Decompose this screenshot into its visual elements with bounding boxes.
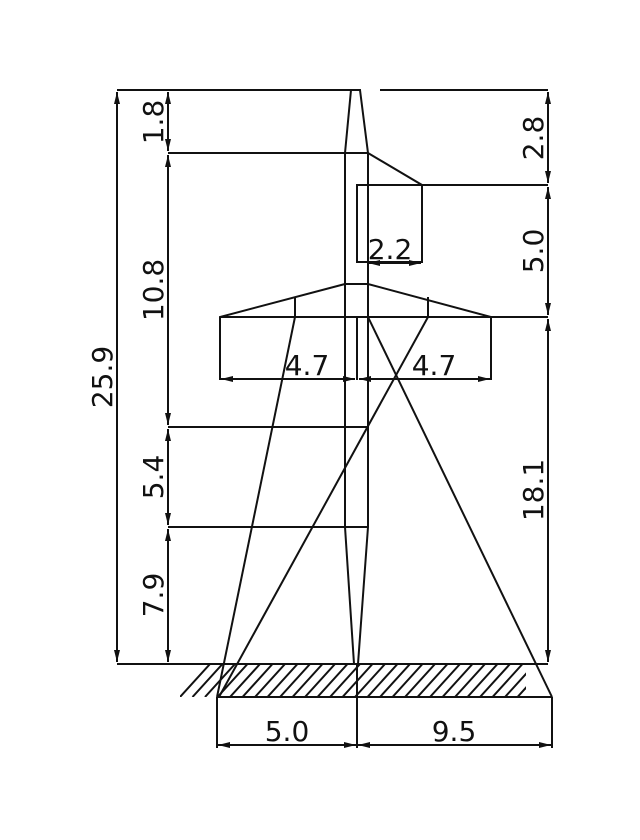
dim-mid-section: 5.4 <box>137 455 170 500</box>
dim-base-left: 5.0 <box>265 715 310 748</box>
hatch-line <box>279 664 311 697</box>
hatch-line <box>568 664 598 697</box>
hatch-line <box>404 664 436 697</box>
dim-right-crossarm-height: 18.1 <box>517 459 550 521</box>
hatch-line <box>341 664 374 697</box>
dim-right-arm-drop: 5.0 <box>517 229 550 274</box>
tower-structure <box>216 89 553 698</box>
hatch-line <box>229 664 261 697</box>
ground-hatch <box>180 664 598 697</box>
hatch-line <box>429 664 461 697</box>
hatch-line <box>329 664 361 697</box>
extension-lines <box>117 89 553 748</box>
hatch-line <box>416 664 449 697</box>
dim-right-top: 2.8 <box>517 116 550 161</box>
hatch-line <box>354 664 386 697</box>
dim-upper-to-crossarm: 10.8 <box>137 259 170 321</box>
hatch-line <box>391 664 424 697</box>
hatch-line <box>466 664 499 697</box>
dim-total-height: 25.9 <box>86 346 119 408</box>
hatch-line <box>504 672 526 697</box>
hatch-line <box>491 664 524 697</box>
dim-top-peak: 1.8 <box>137 100 170 145</box>
hatch-line <box>304 664 336 697</box>
hatch-line <box>180 664 211 697</box>
dim-base-right: 9.5 <box>432 715 477 748</box>
hatch-line <box>266 664 299 697</box>
hatch-line <box>366 664 399 697</box>
hatch-line <box>555 664 585 697</box>
dimension-lines <box>114 92 551 748</box>
dim-right-crossarm: 4.7 <box>412 349 457 382</box>
hatch-line <box>379 664 411 697</box>
hatch-line <box>441 664 474 697</box>
hatch-line <box>254 664 286 697</box>
hatch-line <box>543 664 573 697</box>
hatch-line <box>291 664 324 697</box>
hatch-line <box>241 664 274 697</box>
dim-upper-arm-width: 2.2 <box>368 233 413 266</box>
hatch-line <box>191 664 224 697</box>
hatch-line <box>479 664 511 697</box>
hatch-line <box>216 664 249 697</box>
hatch-line <box>204 664 236 697</box>
hatch-line <box>316 664 349 697</box>
dim-left-crossarm: 4.7 <box>285 349 330 382</box>
hatch-line <box>516 686 526 697</box>
dim-bottom-section: 7.9 <box>137 573 170 618</box>
hatch-line <box>454 664 486 697</box>
